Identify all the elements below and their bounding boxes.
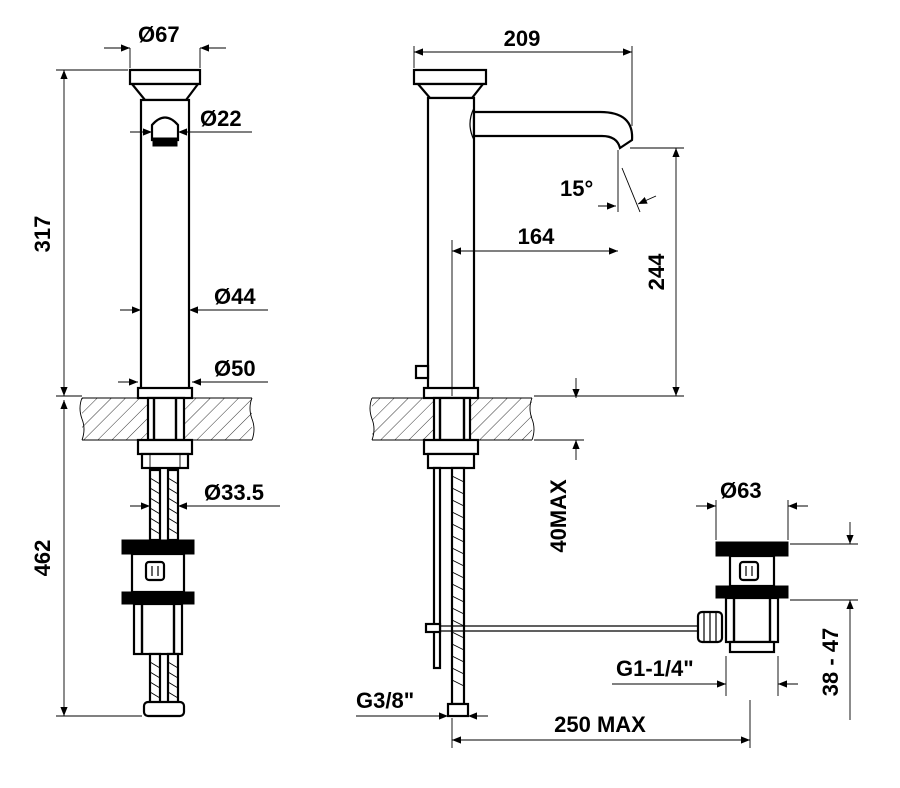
waste-assembly — [696, 541, 789, 654]
dim-rod-length: 250 MAX — [554, 712, 646, 737]
dim-front-body-diameter: Ø44 — [214, 284, 256, 309]
dim-side-total-reach: 209 — [504, 26, 541, 51]
dimension-lines — [56, 44, 858, 748]
dim-front-shank-diameter: Ø33.5 — [204, 480, 264, 505]
dim-side-spout-reach: 164 — [518, 224, 555, 249]
dim-front-top-diameter: Ø67 — [138, 22, 180, 47]
dim-side-spout-height: 244 — [644, 253, 669, 290]
dim-waste-height-range: 38 - 47 — [818, 628, 843, 697]
dim-side-spout-angle: 15° — [560, 176, 593, 201]
dim-waste-cap-diameter: Ø63 — [720, 478, 762, 503]
dimension-labels: Ø67 Ø22 Ø44 Ø50 Ø33.5 317 462 209 15° 16… — [30, 22, 843, 737]
dim-front-base-diameter: Ø50 — [214, 356, 256, 381]
dim-front-depth-below-deck: 462 — [30, 540, 55, 577]
faucet-side-view — [412, 68, 700, 718]
faucet-front-view — [121, 68, 202, 718]
dim-front-aerator-diameter: Ø22 — [200, 106, 242, 131]
dim-waste-thread: G1-1/4" — [616, 656, 694, 681]
dim-side-deck-thickness: 40MAX — [546, 479, 571, 553]
dim-front-height-above-deck: 317 — [30, 216, 55, 253]
dim-supply-thread: G3/8" — [356, 688, 414, 713]
